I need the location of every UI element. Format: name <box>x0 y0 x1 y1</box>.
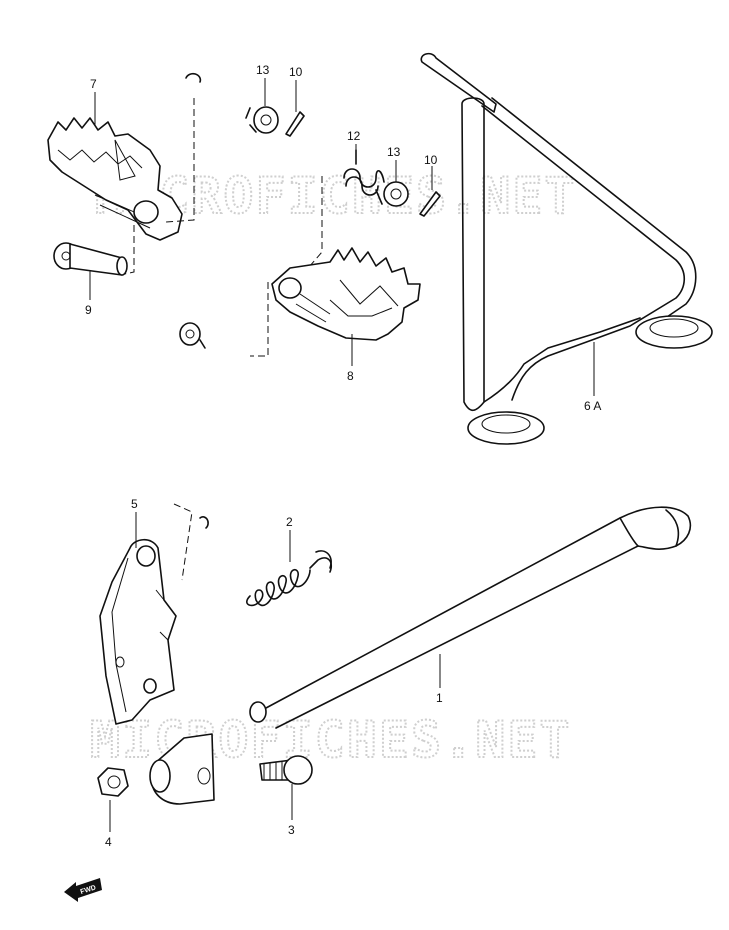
callout-1: 1 <box>436 691 443 705</box>
callout-3: 3 <box>288 823 295 837</box>
callout-leaders <box>89 78 595 832</box>
fwd-arrow-icon: FWD <box>64 878 102 902</box>
fwd-label: FWD <box>80 884 97 896</box>
leader-line <box>165 98 195 223</box>
part-13-washer-mid <box>383 181 409 207</box>
callout-7: 7 <box>90 77 97 91</box>
part-4-nut <box>97 767 129 797</box>
part-6a-stand <box>420 52 713 445</box>
part-13-washer-top <box>245 106 279 134</box>
callout-13: 13 <box>387 145 401 159</box>
part-5-bracket <box>99 538 177 725</box>
part-1-side-stand <box>249 506 692 729</box>
callout-13: 13 <box>256 63 270 77</box>
part-8-footpeg-right <box>271 247 421 341</box>
leader-line <box>173 503 193 581</box>
part-9-pin <box>53 242 128 276</box>
part-3-bolt <box>259 755 313 785</box>
callout-12: 12 <box>347 129 361 143</box>
circlip-icon <box>199 516 209 529</box>
circlip-icon <box>185 72 202 83</box>
callout-4: 4 <box>105 835 112 849</box>
callout-8: 8 <box>347 369 354 383</box>
callout-5: 5 <box>131 497 138 511</box>
callout-9: 9 <box>85 303 92 317</box>
callout-10: 10 <box>424 153 438 167</box>
callout-10: 10 <box>289 65 303 79</box>
part-7-footpeg-left <box>47 117 183 241</box>
part-stand-pivot-block <box>149 733 215 805</box>
part-2-spring <box>246 550 333 607</box>
part-10-cotter-pin-mid <box>419 191 441 217</box>
callout-6a: 6 A <box>584 399 601 413</box>
part-10-cotter-pin <box>285 111 305 137</box>
callout-2: 2 <box>286 515 293 529</box>
part-washer <box>179 322 206 349</box>
leader-line <box>250 282 269 357</box>
